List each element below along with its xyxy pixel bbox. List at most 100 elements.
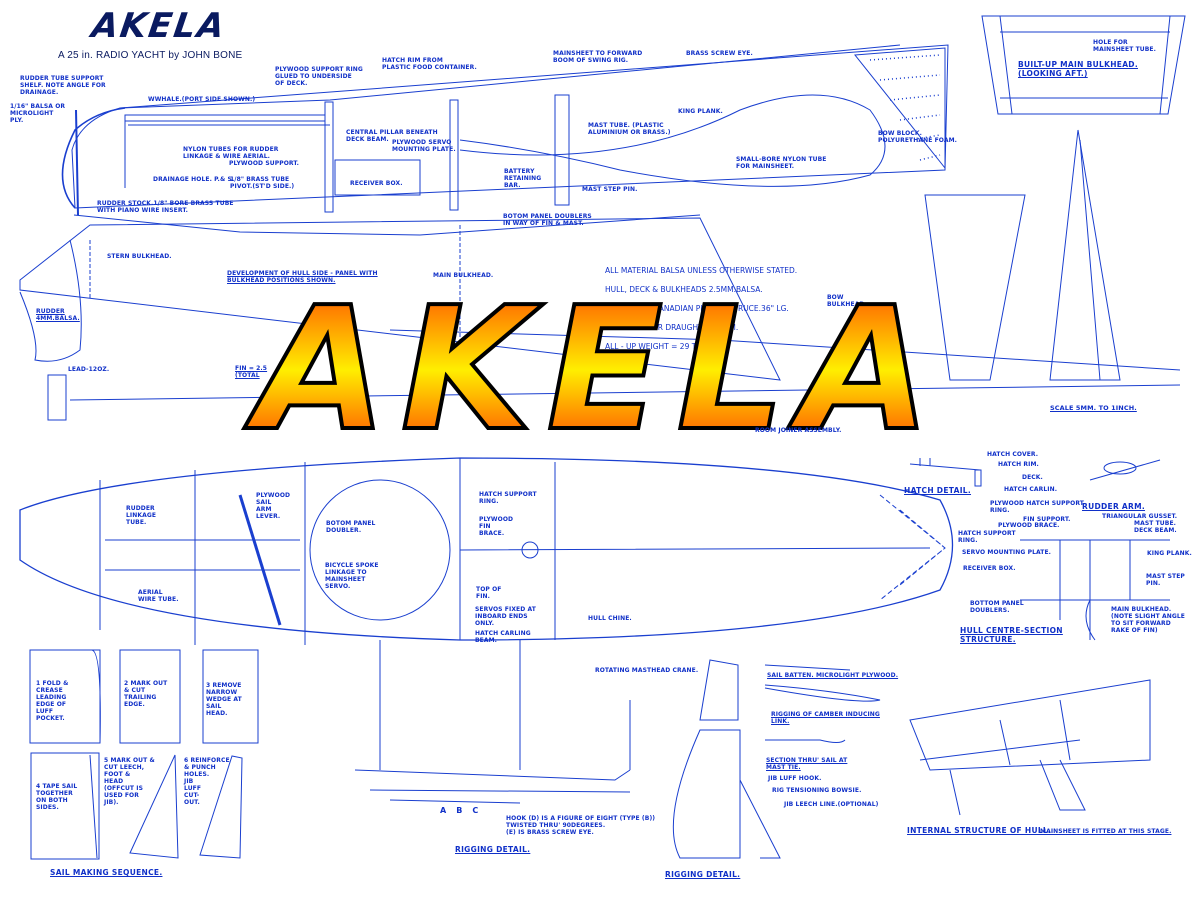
step-number: 6 (184, 757, 189, 764)
spec-line: MAST - 9mm.CANADIAN PINE OR SPRUCE.36" l… (605, 303, 789, 313)
internal-structure-drawing (909, 679, 1151, 816)
step-number: 4 (36, 783, 41, 790)
step-number: 2 (124, 680, 129, 687)
hatch-detail-caption: HATCH DETAIL. (904, 486, 972, 495)
label-rudder: RUDDER 4mm.BALSA. (36, 308, 80, 322)
label-fin: FIN = 2.5 (TOTAL (235, 365, 268, 379)
label-hull-chine: HULL CHINE. (588, 615, 632, 622)
label-mast-step-pin: MAST STEP PIN. (582, 186, 638, 193)
label-brass-tube-pivot: 1/8" BRASS TUBE PIVOT.(ST'd SIDE.) (230, 176, 295, 190)
label-nylon-tubes: NYLON TUBES FOR RUDDER LINKAGE & WIRE AE… (183, 146, 279, 160)
hook-a: A (440, 806, 457, 815)
label-bottom-doublers-centre: BOTTOM PANEL DOUBLERS. (970, 600, 1024, 614)
sail-making-caption: SAIL MAKING SEQUENCE. (50, 868, 163, 877)
step-text: MARK OUT & CUT TRAILING EDGE. (124, 680, 168, 708)
label-rudder-linkage-tube: RUDDER LINKAGE TUBE. (126, 505, 157, 526)
label-bowsie: RIG TENSIONING BOWSIE. (772, 787, 862, 794)
label-plywood-support-ring: PLYWOOD SUPPORT RING GLUED TO UNDERSIDE … (275, 66, 363, 87)
sail-step-3: 3 REMOVE NARROW WEDGE AT SAIL HEAD. (206, 682, 242, 717)
label-receiver-box-centre: RECEIVER BOX. (963, 565, 1016, 572)
label-mast-tube-deck-beam: MAST TUBE. DECK BEAM. (1134, 520, 1177, 534)
label-rudder-stock: RUDDER STOCK.1/8" BORE BRASS TUBE WITH P… (97, 200, 234, 214)
label-plywood-hatch-ring: PLYWOOD HATCH SUPPORT RING. (990, 500, 1084, 514)
label-boom-joiner: ROOM JOINER ASSEMBLY. (755, 427, 842, 434)
hook-c: C (472, 806, 489, 815)
internal-structure-caption: INTERNAL STRUCTURE OF HULL. (907, 826, 1052, 835)
spec-line: HULL, DECK & BULKHEADS 2.5mm.BALSA. (605, 284, 763, 294)
label-small-bore-tube: SMALL-BORE NYLON TUBE FOR MAINSHEET. (736, 156, 827, 170)
main-bulkhead-drawing (981, 15, 1186, 115)
label-jib-leech-line: JIB LEECH LINE.(OPTIONAL) (784, 801, 879, 808)
label-battery-bar: BATTERY RETAINING BAR. (504, 168, 542, 189)
hook-types: ABC (440, 800, 489, 815)
label-camber-link: RIGGING OF CAMBER INDUCING LINK. (771, 711, 880, 725)
label-hole-mainsheet: HOLE FOR MAINSHEET TUBE. (1093, 39, 1157, 53)
label-hatch-carlin: HATCH CARLIN. (1004, 486, 1058, 493)
rigging-detail-1-caption: RIGGING DETAIL. (455, 845, 531, 854)
label-bottom-doublers: BOTOM PANEL DOUBLERS IN WAY OF FIN & MAS… (503, 213, 592, 227)
label-top-of-fin: TOP OF FIN. (476, 586, 502, 600)
label-sail-batten: SAIL BATTEN. MICROLIGHT PLYWOOD. (767, 672, 899, 679)
label-section-thru-sail: SECTION THRU' SAIL AT MAST TIE. (766, 757, 848, 771)
label-main-bulkhead-centre: MAIN BULKHEAD. (NOTE SLIGHT ANGLE TO SIT… (1111, 606, 1185, 634)
label-scale: SCALE 5mm. to 1inch. (1050, 404, 1137, 412)
rigging-drawing-1 (354, 640, 631, 804)
step-number: 3 (206, 682, 211, 689)
label-plywood-brace: PLYWOOD BRACE. (998, 522, 1060, 529)
hull-side-development (19, 217, 1181, 421)
label-drainage-hole: DRAINAGE HOLE. P.& S. (153, 176, 235, 183)
rudder-arm-caption: RUDDER ARM. (1082, 502, 1146, 511)
rigging-drawing-2 (672, 659, 881, 859)
label-deck: DECK. (1022, 474, 1043, 481)
label-fin-support: FIN SUPPORT. (1023, 516, 1071, 523)
label-stern-bulkhead: STERN BULKHEAD. (107, 253, 172, 260)
label-receiver-box: RECEIVER BOX. (350, 180, 403, 187)
label-king-plank-centre: KING PLANK. (1147, 550, 1192, 557)
step-text: REINFORCE & PUNCH HOLES. JIB LUFF CUT- O… (184, 757, 230, 806)
label-mast-step-centre: MAST STEP PIN. (1146, 573, 1185, 587)
label-hatch-rim: HATCH RIM. (998, 461, 1039, 468)
label-plywood-support: PLYWOOD SUPPORT. (229, 160, 300, 167)
centre-section-caption: HULL CENTRE-SECTION STRUCTURE. (960, 626, 1063, 644)
label-king-plank: KING PLANK. (678, 108, 723, 115)
hook-note: HOOK (D) IS A FIGURE OF EIGHT (TYPE (B))… (506, 815, 656, 836)
spec-line: ALL - UP WEIGHT = 29 to 30.oz. (605, 341, 730, 351)
sail-step-5: 5 MARK OUT & CUT LEECH, FOOT & HEAD (OFF… (104, 757, 155, 806)
label-servo-plate: PLYWOOD SERVO MOUNTING PLATE. (392, 139, 456, 153)
label-triangular-gusset: TRIANGULAR GUSSET. (1102, 513, 1178, 520)
label-main-bulkhead: MAIN BULKHEAD. (433, 272, 494, 279)
step-text: TAPE SAIL TOGETHER ON BOTH SIDES. (36, 783, 78, 811)
internal-structure-note: MAINSHEET IS FITTED AT THIS STAGE. (1040, 828, 1172, 835)
label-sail-arm: PLYWOOD SAIL ARM LEVER. (256, 492, 291, 520)
label-servo-mounting-plate: SERVO MOUNTING PLATE. (962, 549, 1052, 556)
label-bow-block: BOW BLOCK. POLYURETHANE FOAM. (878, 130, 958, 144)
plan-subtitle: A 25 in. RADIO YACHT by JOHN BONE (58, 50, 243, 61)
label-central-pillar: CENTRAL PILLAR BENEATH DECK BEAM. (346, 129, 438, 143)
step-number: 5 (104, 757, 109, 764)
label-aerial-tube: AERIAL WIRE TUBE. (138, 589, 179, 603)
detail-drawings (909, 458, 1170, 641)
label-bottom-doubler: BOTOM PANEL DOUBLER. (326, 520, 376, 534)
label-hatch-carling: HATCH CARLING BEAM. (475, 630, 531, 644)
rigging-detail-2-caption: RIGGING DETAIL. (665, 870, 741, 879)
sail-step-4: 4 TAPE SAIL TOGETHER ON BOTH SIDES. (36, 783, 77, 811)
label-wwhale: WWHALE.(PORT SIDE SHOWN.) (148, 96, 256, 103)
sail-outlines (924, 129, 1121, 381)
side-elevation-hull (61, 44, 949, 236)
label-bicycle-spoke: BICYCLE SPOKE LINKAGE TO MAINSHEET SERVO… (325, 562, 379, 590)
sail-step-6: 6 REINFORCE & PUNCH HOLES. JIB LUFF CUT-… (184, 757, 230, 806)
plan-view-hull (19, 457, 954, 645)
label-lead: LEAD-12oz. (68, 366, 110, 373)
sail-step-2: 2 MARK OUT & CUT TRAILING EDGE. (124, 680, 167, 708)
label-hatch-rim: HATCH RIM FROM PLASTIC FOOD CONTAINER. (382, 57, 477, 71)
label-hatch-ring: HATCH SUPPORT RING. (958, 530, 1016, 544)
label-servos-fixed: SERVOS FIXED AT INBOARD ENDS ONLY. (475, 606, 536, 627)
label-hatch-cover: HATCH COVER. (987, 451, 1039, 458)
step-number: 1 (36, 680, 41, 687)
step-text: FOLD & CREASE LEADING EDGE OF LUFF POCKE… (36, 680, 69, 722)
label-fin-brace: PLYWOOD FIN BRACE. (479, 516, 514, 537)
label-mainsheet-boom: MAINSHEET TO FORWARD BOOM OF SWING RIG. (553, 50, 643, 64)
step-text: REMOVE NARROW WEDGE AT SAIL HEAD. (206, 682, 242, 717)
main-bulkhead-caption: BUILT-UP MAIN BULKHEAD. (LOOKING AFT.) (1018, 60, 1138, 78)
